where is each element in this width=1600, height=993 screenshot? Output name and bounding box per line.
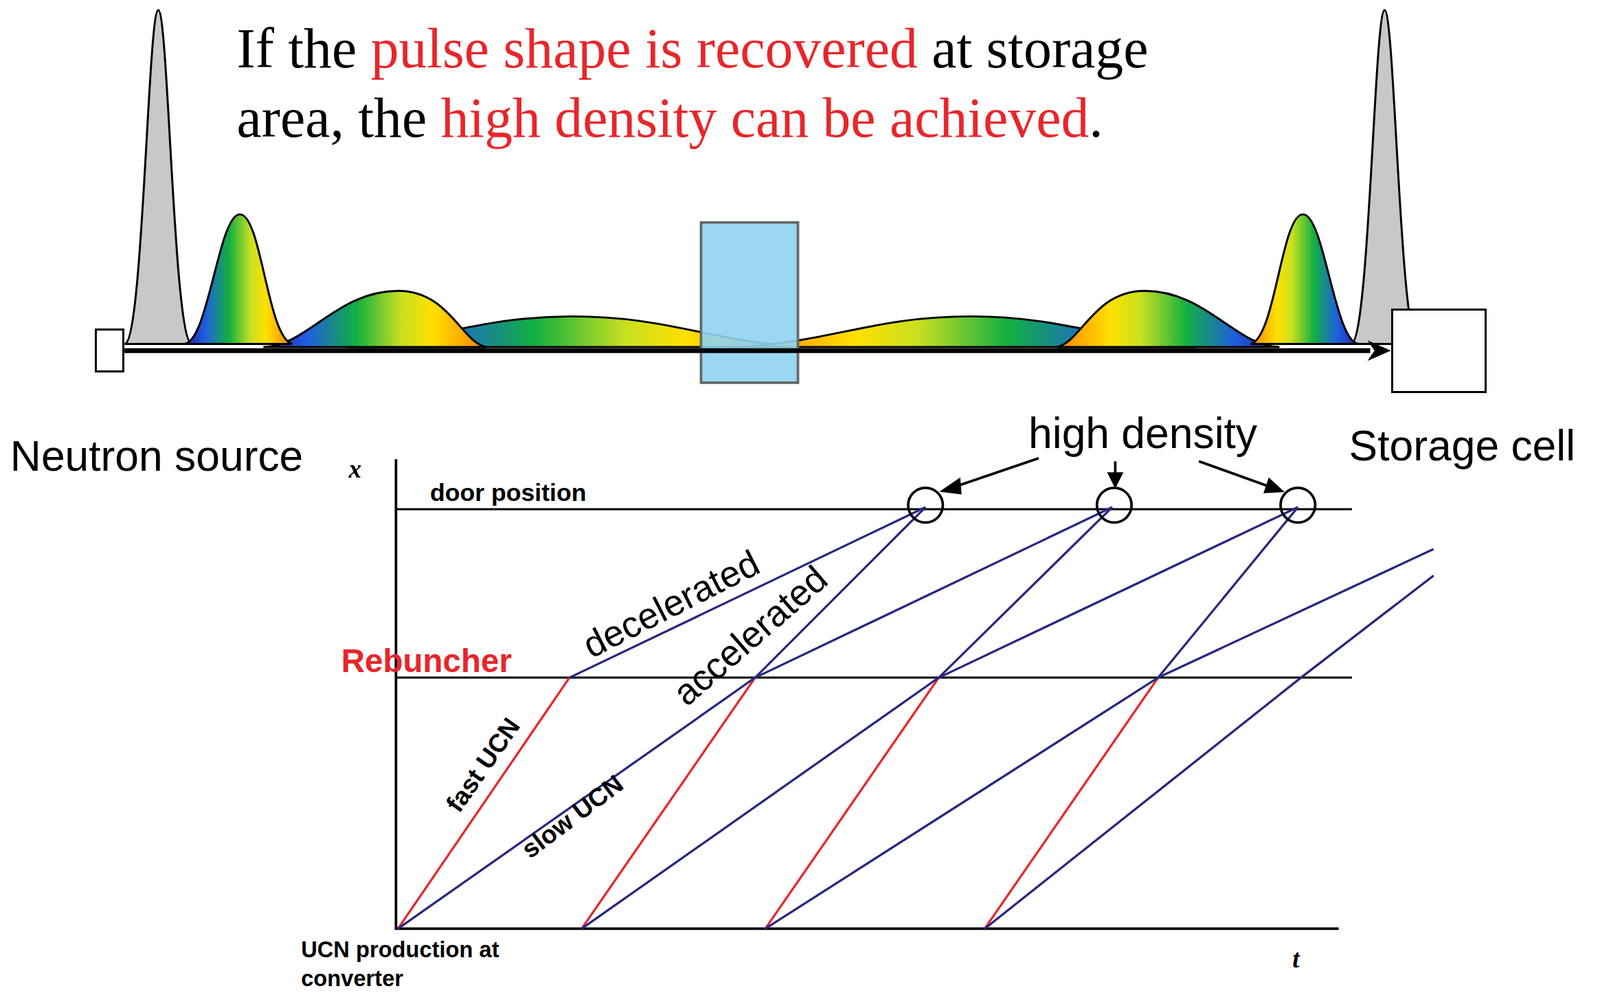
axis-label: x: [348, 452, 363, 486]
axis-label: t: [1292, 942, 1300, 976]
axes: [395, 458, 1352, 930]
rebuncher-label: Rebuncher: [341, 640, 512, 683]
title-line: area, thehigh density can be achieved.: [237, 85, 1104, 151]
fast-ucn-lines: [397, 677, 1158, 929]
trajectory-label: slow UCN: [515, 767, 630, 866]
component-label: Storage cell: [1349, 420, 1576, 472]
title-text: .: [1088, 86, 1103, 150]
component-label: Neutron source: [10, 430, 303, 483]
title-text: pulse shape is recovered: [370, 17, 918, 80]
title-line: If thepulse shape is recoveredat storage: [237, 16, 1149, 82]
component-box: Neutron source: [94, 328, 125, 373]
slow-ucn-lines: [397, 506, 1434, 929]
storage-pulse: [1350, 10, 1418, 345]
annotation: high density: [1028, 406, 1258, 462]
component-box: Storage cell: [1391, 308, 1488, 393]
spreading-pulses-right: [746, 214, 1359, 347]
axis-line-label: door position: [430, 476, 587, 509]
title-text: If the: [237, 17, 358, 80]
connector-arrow: [124, 340, 1391, 361]
high-density-markers: [908, 458, 1316, 523]
title-text: area, the: [237, 86, 428, 150]
source-pulse: [124, 10, 192, 345]
title-text: at storage: [931, 17, 1148, 80]
axis-origin-label: UCN production at converter: [300, 934, 521, 993]
trajectory-label: fast UCN: [438, 710, 527, 818]
title-text: high density can be achieved: [441, 86, 1090, 150]
rebuncher-box: [700, 222, 798, 383]
